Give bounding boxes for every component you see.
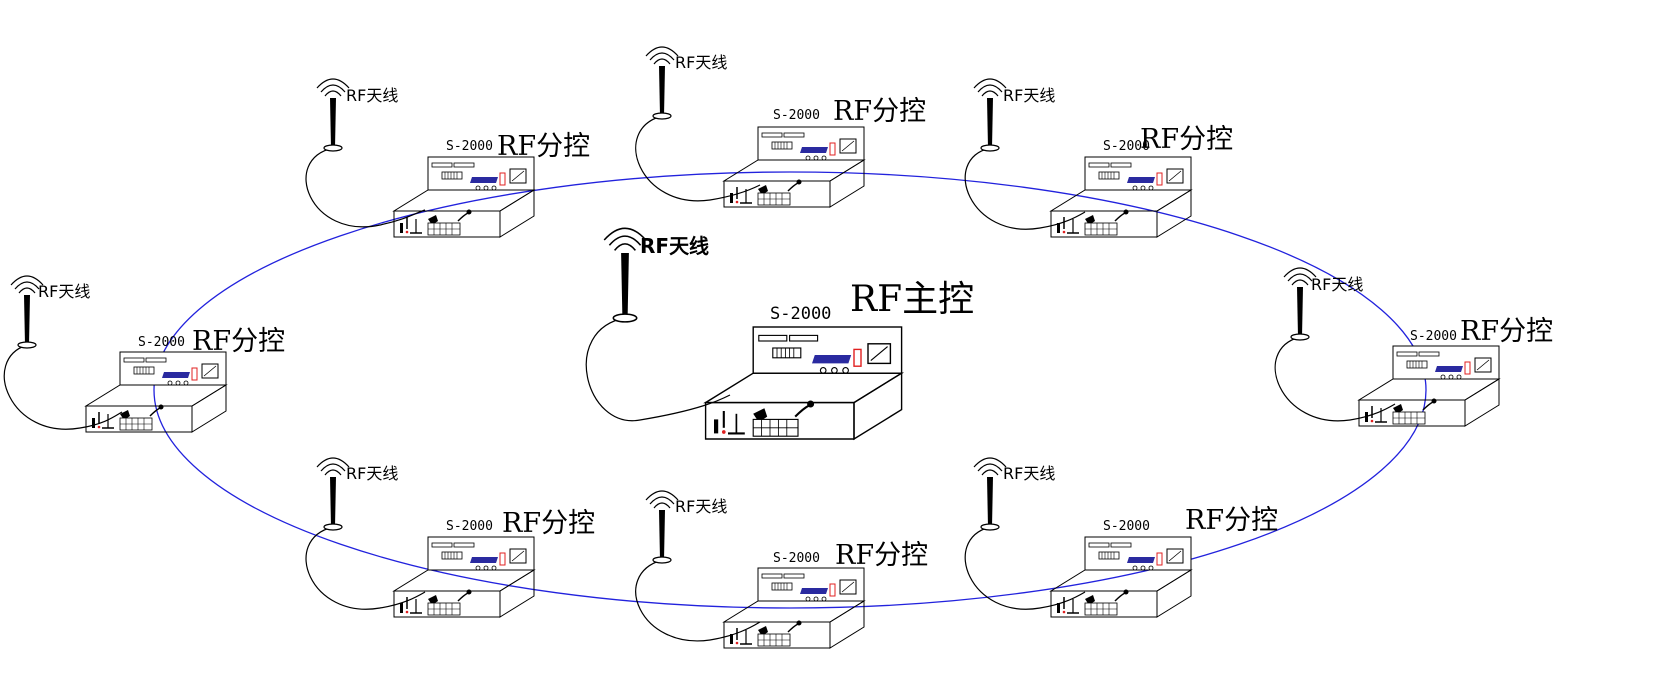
model-label: S-2000 (138, 335, 185, 350)
antenna-label: RF天线 (640, 234, 709, 258)
antenna-label: RF天线 (1311, 275, 1363, 294)
antenna-cable (964, 526, 1086, 610)
antenna-icon (645, 490, 679, 564)
antenna-label: RF天线 (675, 497, 727, 516)
role-label: RF分控 (1185, 505, 1278, 536)
antenna-icon (973, 457, 1007, 531)
antenna-cable (585, 317, 731, 422)
role-label: RF分控 (1460, 316, 1553, 347)
role-label: RF分控 (497, 131, 590, 162)
antenna-icon (316, 78, 350, 152)
model-label: S-2000 (773, 551, 820, 566)
sub-unit-top-right: RF天线 S-2000 RF分控 (964, 78, 1233, 238)
antenna-cable (964, 147, 1086, 230)
antenna-icon (973, 78, 1007, 152)
role-label: RF分控 (1140, 124, 1233, 155)
equipment-icon (1050, 536, 1192, 618)
antenna-cable (3, 344, 123, 430)
antenna-cable (305, 526, 426, 610)
antenna-label: RF天线 (675, 53, 727, 72)
model-label: S-2000 (446, 139, 493, 154)
sub-unit-bottom-center: RF天线 S-2000 RF分控 (635, 490, 928, 649)
equipment-icon (1358, 345, 1500, 427)
sub-unit-bottom-right: RF天线 S-2000 RF分控 (964, 457, 1278, 618)
equipment-icon (704, 325, 903, 441)
sub-unit-right: RF天线 S-2000 RF分控 (1274, 267, 1553, 427)
role-label: RF分控 (192, 326, 285, 357)
model-label: S-2000 (770, 304, 831, 324)
model-label: S-2000 (773, 108, 820, 123)
role-label: RF分控 (502, 508, 595, 539)
antenna-cable (635, 115, 761, 202)
antenna-cable (305, 147, 426, 228)
equipment-icon (723, 126, 865, 208)
equipment-icon (1050, 156, 1192, 238)
antenna-icon (645, 46, 679, 120)
model-label: S-2000 (446, 519, 493, 534)
model-label: S-2000 (1103, 519, 1150, 534)
antenna-label: RF天线 (1003, 86, 1055, 105)
ring-network-link (153, 171, 1427, 609)
role-label: RF分控 (833, 96, 926, 127)
antenna-label: RF天线 (1003, 464, 1055, 483)
antenna-icon (316, 457, 350, 531)
antenna-cable (1274, 336, 1396, 422)
antenna-label: RF天线 (346, 86, 398, 105)
model-label: S-2000 (1103, 139, 1150, 154)
sub-unit-left: RF天线 S-2000 RF分控 (3, 275, 285, 433)
sub-unit-top-center: RF天线 S-2000 RF分控 (635, 46, 926, 208)
role-label: RF分控 (835, 540, 928, 571)
model-label: S-2000 (1410, 329, 1457, 344)
main-unit: RF天线 S-2000 RF主控 (585, 227, 974, 441)
antenna-label: RF天线 (38, 282, 90, 301)
antenna-cable (635, 559, 761, 642)
role-label: RF主控 (850, 279, 974, 320)
equipment-icon (393, 156, 535, 238)
sub-unit-bottom-left: RF天线 S-2000 RF分控 (305, 457, 595, 618)
sub-unit-top-left: RF天线 S-2000 RF分控 (305, 78, 590, 238)
antenna-label: RF天线 (346, 464, 398, 483)
